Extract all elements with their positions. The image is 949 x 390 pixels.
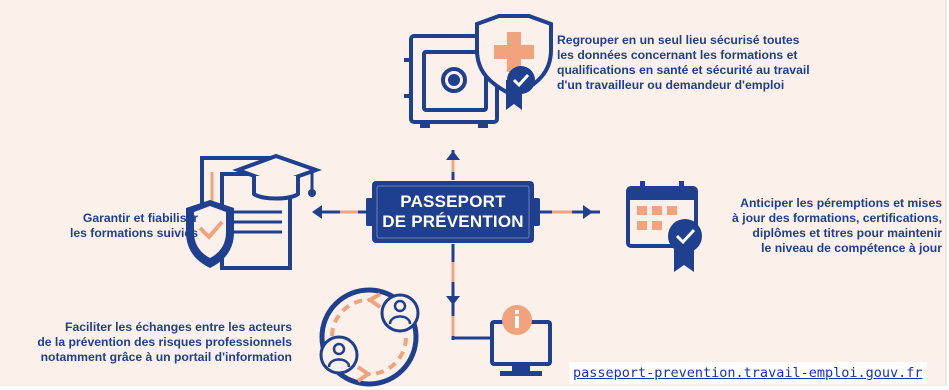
text-right: Anticiper les péremptions et mises à jou…	[732, 196, 942, 255]
text-left: Garantir et fiabiliser les formations su…	[69, 211, 198, 240]
safe-icon	[404, 34, 499, 128]
center-title: PASSEPORT DE PRÉVENTION	[375, 192, 531, 232]
exchange-circle-people-icon	[319, 287, 420, 387]
shield-cross-badge-icon	[475, 14, 553, 110]
text-bottom: Faciliter les échanges entre les acteurs…	[37, 320, 292, 364]
calendar-badge-icon	[626, 181, 702, 272]
center-title-line2: DE PRÉVENTION	[382, 212, 524, 231]
arrow-up	[446, 151, 460, 160]
arrow-left	[312, 205, 322, 219]
arrow-right	[583, 205, 593, 219]
arrow-down	[446, 296, 460, 305]
arrowheads	[312, 151, 593, 305]
monitor-info-icon	[490, 305, 552, 376]
text-top: Regrouper en un seul lieu sécurisé toute…	[557, 33, 810, 92]
center-title-line1: PASSEPORT	[400, 192, 506, 211]
diploma-shield-graduation-cap-icon	[186, 153, 323, 270]
center-box	[366, 181, 540, 243]
website-link[interactable]: passeport-prevention.travail-emploi.gouv…	[569, 362, 927, 384]
